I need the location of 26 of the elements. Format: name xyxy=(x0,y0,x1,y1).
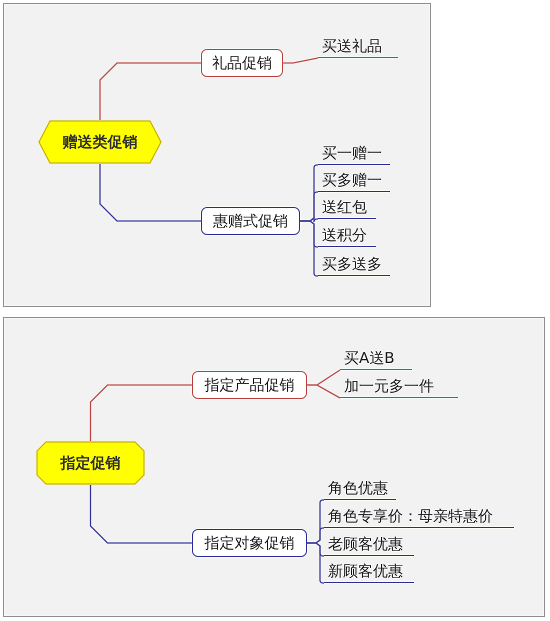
branch-line xyxy=(90,485,192,544)
branch-line xyxy=(90,384,192,441)
topic-box: 惠赠式促销 xyxy=(201,207,300,235)
subtopic-label: 送积分 xyxy=(318,227,376,247)
octagon-topic: 指定促销 xyxy=(36,441,145,485)
branch-line xyxy=(283,57,318,64)
subtopic-label: 加一元多一件 xyxy=(340,378,458,398)
subtopic-label: 角色优惠 xyxy=(324,480,396,500)
subtopic-label: 买送礼品 xyxy=(318,38,398,58)
topic-box: 指定对象促销 xyxy=(192,529,307,557)
subtopic-label: 买多赠一 xyxy=(318,172,390,192)
subtopic-label: 买多送多 xyxy=(318,256,390,276)
topic-box: 礼品促销 xyxy=(201,49,283,77)
subtopic-label: 买A送B xyxy=(340,350,412,370)
topic-box: 指定产品促销 xyxy=(192,371,307,399)
subtopic-label: 老顾客优惠 xyxy=(324,536,414,556)
branch-line xyxy=(99,164,201,222)
subtopic-label: 新顾客优惠 xyxy=(324,563,414,583)
subtopic-label: 角色专享价：母亲特惠价 xyxy=(324,508,514,528)
hexagon-topic: 赠送类促销 xyxy=(38,120,162,164)
subtopic-label: 买一赠一 xyxy=(318,145,390,165)
branch-line xyxy=(307,542,324,584)
branch-line xyxy=(99,62,201,120)
branch-line xyxy=(300,220,318,277)
branch-line xyxy=(307,384,340,399)
subtopic-label: 送红包 xyxy=(318,199,376,219)
